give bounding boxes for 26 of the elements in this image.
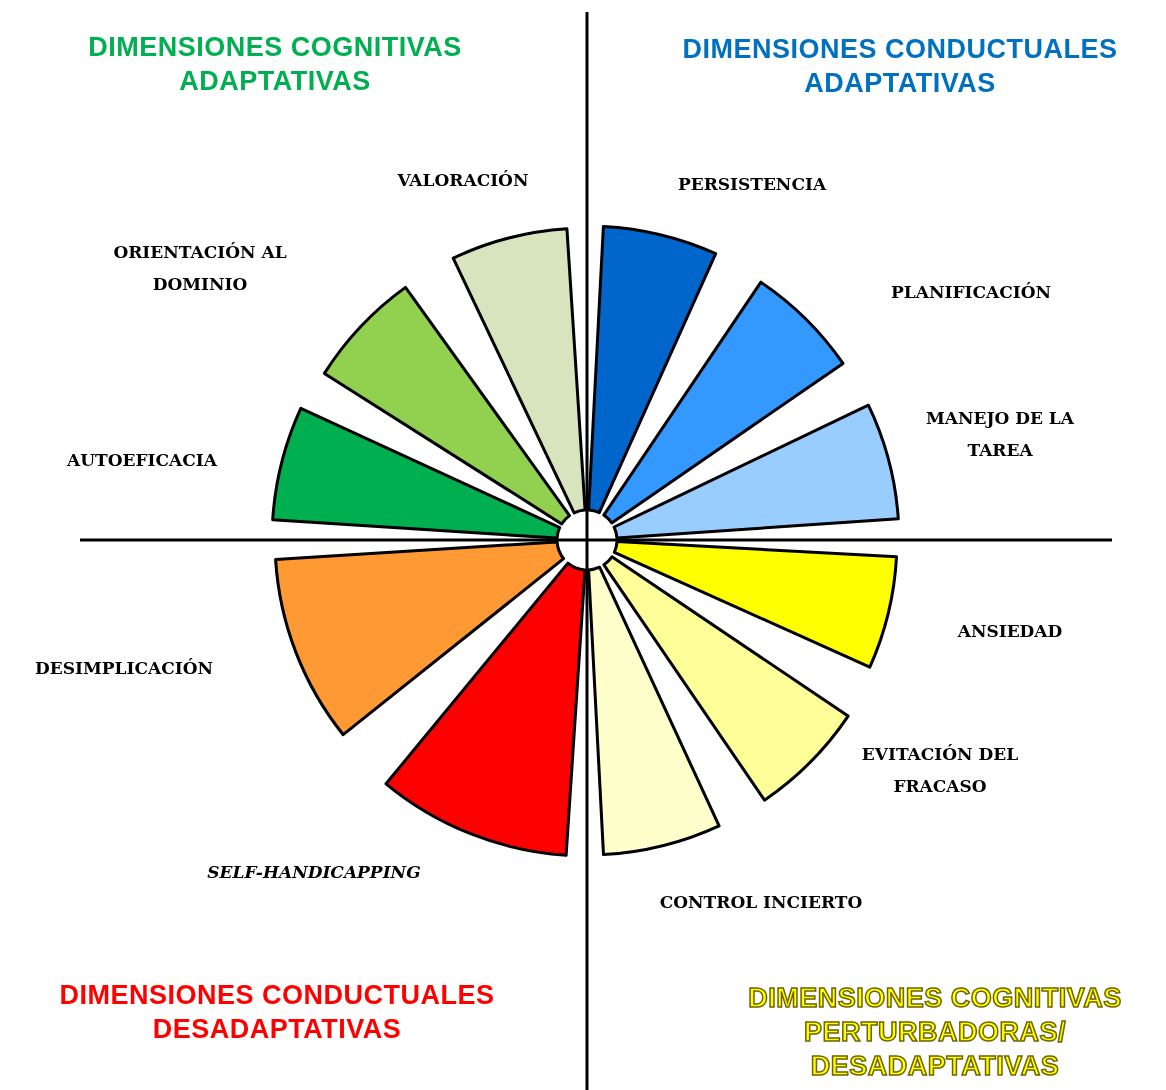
quadrant-title: DIMENSIONES CONDUCTUALES ADAPTATIVAS [681,33,1119,100]
pie-segment [602,555,850,802]
segment-label: SELF-HANDICAPPING [206,861,422,884]
segment-label: VALORACIÓN [396,169,530,192]
segment-label: MANEJO DE LA TAREA [924,407,1075,462]
segment-label: ORIENTACIÓN AL DOMINIO [112,241,288,296]
quadrant-title: DIMENSIONES COGNITIVAS ADAPTATIVAS [87,31,463,98]
pie-segment [587,224,718,515]
pie-segment [322,285,571,526]
pie-segment [274,540,566,737]
segment-label: CONTROL INCIERTO [658,891,864,914]
segment-label: AUTOEFICACIA [66,449,218,472]
segment-label: PERSISTENCIA [676,173,828,196]
pie-segment [384,561,587,857]
segment-label: DESIMPLICACIÓN [34,657,214,680]
pie-segment [602,280,845,525]
segment-label: PLANIFICACIÓN [890,281,1052,304]
pie-segment [612,540,898,669]
pie-segment [451,227,587,515]
quadrant-title: DIMENSIONES CONDUCTUALES DESADAPTATIVAS [58,979,496,1046]
segment-label: EVITACIÓN DEL FRACASO [860,743,1020,798]
segment-label: ANSIEDAD [956,620,1064,643]
pie-segment [271,406,562,540]
quadrant-title: DIMENSIONES COGNITIVAS PERTURBADORAS/ DESADAPTATIVAS [747,982,1123,1083]
pie-segment [612,403,900,540]
pie-segment [587,565,721,857]
